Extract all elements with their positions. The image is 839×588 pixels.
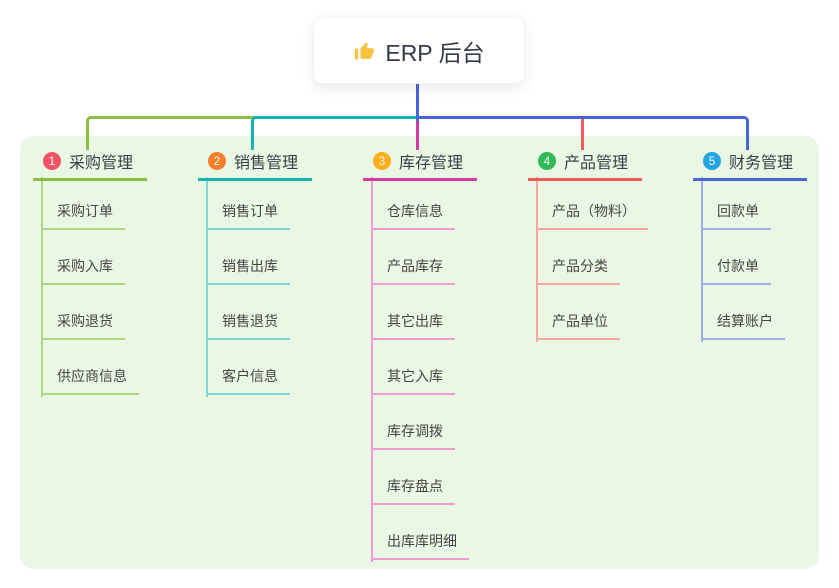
thumbs-up-icon [355,41,375,59]
priority-badge-icon: 5 [703,152,721,170]
child-node[interactable]: 库存盘点 [371,476,455,505]
child-row: 采购退货 [41,285,139,340]
child-row: 产品库存 [371,230,469,285]
child-row: 出库库明细 [371,505,469,560]
child-node[interactable]: 出库库明细 [371,531,469,560]
child-node[interactable]: 其它入库 [371,366,455,395]
child-node[interactable]: 采购订单 [41,201,125,230]
branches-background-panel [20,136,819,569]
branch-label: 采购管理 [69,155,134,172]
branch-node-3[interactable]: 3 库存管理 [363,149,478,181]
branch-children: 回款单付款单结算账户 [701,175,785,340]
child-node[interactable]: 回款单 [701,201,771,230]
child-row: 其它入库 [371,340,469,395]
root-title: ERP 后台 [385,39,485,66]
child-spine-line [41,177,43,397]
child-spine-line [206,177,208,397]
child-node[interactable]: 产品分类 [536,256,620,285]
child-node[interactable]: 销售出库 [206,256,290,285]
child-node[interactable]: 产品（物料） [536,201,648,230]
branch-node-5[interactable]: 5 财务管理 [693,149,808,181]
child-node[interactable]: 仓库信息 [371,201,455,230]
branch-node-1[interactable]: 1 采购管理 [33,149,148,181]
child-node[interactable]: 结算账户 [701,311,785,340]
branch-label: 销售管理 [234,155,299,172]
child-row: 回款单 [701,175,785,230]
child-row: 客户信息 [206,340,290,395]
child-row: 产品（物料） [536,175,648,230]
child-row: 产品单位 [536,285,648,340]
branch-children: 采购订单采购入库采购退货供应商信息 [41,175,139,395]
child-node[interactable]: 销售退货 [206,311,290,340]
priority-badge-icon: 2 [208,152,226,170]
branch-label: 产品管理 [564,155,629,172]
branch-node-4[interactable]: 4 产品管理 [528,149,643,181]
root-connector-line [416,83,419,121]
child-node[interactable]: 采购退货 [41,311,125,340]
child-row: 其它出库 [371,285,469,340]
child-node[interactable]: 其它出库 [371,311,455,340]
child-row: 库存调拨 [371,395,469,450]
branch-connector [417,116,749,150]
child-row: 付款单 [701,230,785,285]
child-row: 库存盘点 [371,450,469,505]
child-node[interactable]: 产品单位 [536,311,620,340]
branch-node-2[interactable]: 2 销售管理 [198,149,313,181]
child-row: 采购入库 [41,230,139,285]
child-row: 销售退货 [206,285,290,340]
branch-children: 仓库信息产品库存其它出库其它入库库存调拨库存盘点出库库明细 [371,175,469,560]
priority-badge-icon: 1 [43,152,61,170]
child-row: 销售订单 [206,175,290,230]
child-row: 仓库信息 [371,175,469,230]
child-spine-line [701,177,703,342]
branch-children: 销售订单销售出库销售退货客户信息 [206,175,290,395]
child-row: 销售出库 [206,230,290,285]
child-node[interactable]: 销售订单 [206,201,290,230]
child-row: 供应商信息 [41,340,139,395]
branch-connector [581,116,584,150]
root-node[interactable]: ERP 后台 [314,18,524,83]
priority-badge-icon: 3 [373,152,391,170]
child-node[interactable]: 库存调拨 [371,421,455,450]
child-node[interactable]: 客户信息 [206,366,290,395]
priority-badge-icon: 4 [538,152,556,170]
child-spine-line [371,177,373,562]
child-row: 结算账户 [701,285,785,340]
child-node[interactable]: 产品库存 [371,256,455,285]
child-node[interactable]: 付款单 [701,256,771,285]
branch-connector [251,116,420,150]
child-node[interactable]: 采购入库 [41,256,125,285]
child-spine-line [536,177,538,342]
branch-children: 产品（物料） 产品分类产品单位 [536,175,648,340]
child-node[interactable]: 供应商信息 [41,366,139,395]
branch-label: 库存管理 [399,155,464,172]
child-row: 产品分类 [536,230,648,285]
branch-label: 财务管理 [729,155,794,172]
child-row: 采购订单 [41,175,139,230]
branch-connector [416,116,419,150]
